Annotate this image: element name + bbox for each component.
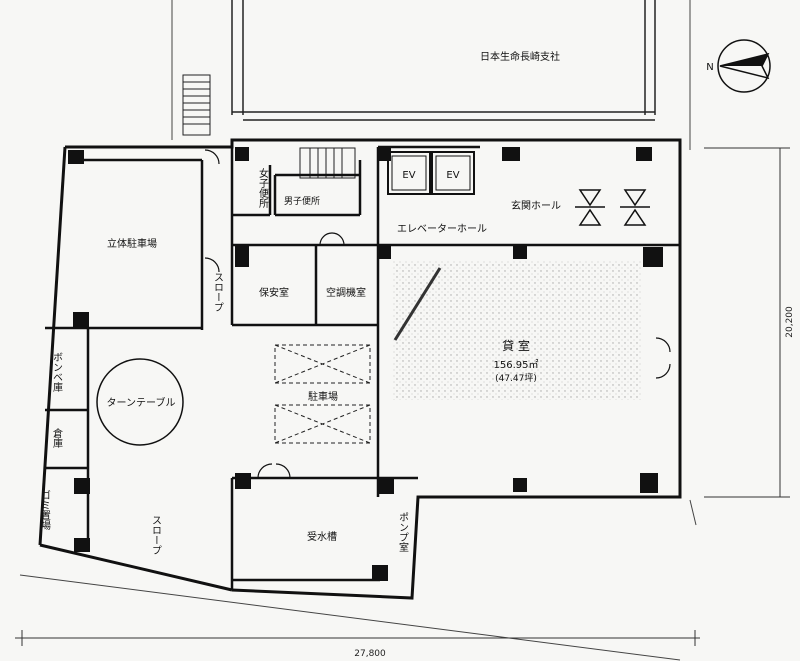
north-arrow [717,39,771,93]
room-cylinder-storage: ボンベ庫 [51,352,63,393]
site-boundary [19,0,697,661]
hatch-mark [393,267,442,341]
elevator-shafts [387,151,475,195]
internal-stair [299,147,356,179]
room-pump: ポンプ室 [397,512,409,552]
rental-room-fill [392,260,642,400]
rental-area-tsubo: (47.47坪) [495,373,537,384]
north-label: N [706,62,713,73]
door-swings[interactable] [204,149,671,479]
room-entrance-hall: 玄関ホール [511,199,561,212]
rental-area-m2: 156.95㎡ [494,359,539,371]
dimension-width: 27,800 [354,649,386,659]
room-slope-upper: スロープ [212,272,223,312]
interior-walls [45,145,680,590]
room-womens-toilet: 女子便所 [257,167,269,209]
parking-stalls [274,344,371,444]
room-turntable: ターンテーブル [107,396,176,409]
entrance-doors[interactable] [575,189,650,226]
room-ac-machine: 空調機室 [326,286,366,299]
dimension-lines [15,147,790,646]
room-security: 保安室 [259,286,289,299]
elevator-left-label: EV [402,170,415,181]
room-storage: 倉庫 [51,427,63,449]
neighbor-building [231,0,656,121]
room-parking-multilevel: 立体駐車場 [107,237,157,250]
external-stair [182,74,211,136]
room-parking: 駐車場 [308,390,338,403]
room-rental: 貸 室 [502,338,530,353]
turntable-circle [96,358,184,446]
room-water-tank: 受水槽 [307,530,337,543]
elevator-right-label: EV [446,170,459,181]
columns[interactable] [68,147,663,581]
room-garbage-storage: ゴミ置場 [39,489,51,531]
neighbor-building-label: 日本生命長崎支社 [480,50,560,63]
dimension-depth: 20,200 [785,306,795,338]
building-walls [38,138,682,600]
room-elevator-hall: エレベーターホール [397,223,487,235]
room-mens-toilet: 男子便所 [284,195,320,207]
room-slope-lower: スロープ [150,515,161,555]
